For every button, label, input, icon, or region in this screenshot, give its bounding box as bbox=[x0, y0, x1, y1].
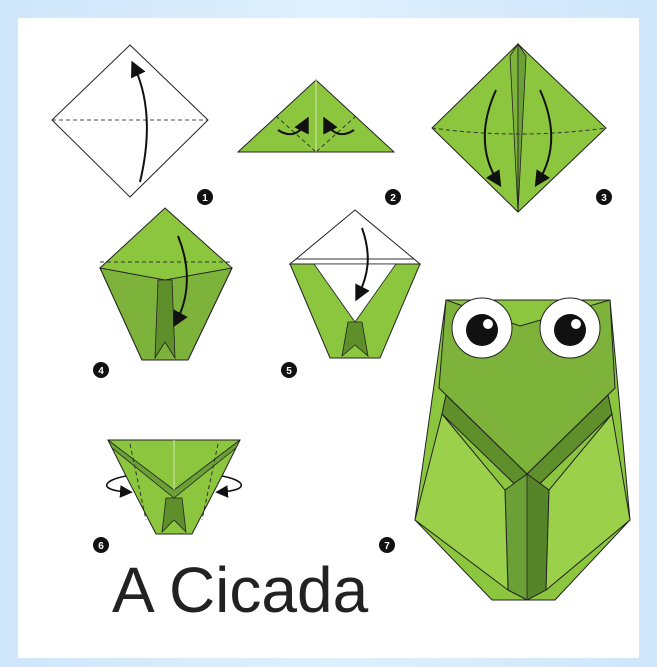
diagram-title: A Cicada bbox=[112, 558, 368, 622]
step-4 bbox=[100, 208, 232, 360]
step-1-number: 1 bbox=[202, 193, 208, 204]
step-5 bbox=[290, 210, 420, 358]
step-6 bbox=[107, 440, 242, 534]
step-7-cicada bbox=[415, 298, 630, 600]
step-5-number: 5 bbox=[286, 366, 292, 377]
step-3 bbox=[432, 44, 606, 212]
step-7-number: 7 bbox=[384, 541, 390, 552]
step-6-number: 6 bbox=[98, 541, 104, 552]
step-4-number: 4 bbox=[98, 366, 104, 377]
step-2 bbox=[238, 80, 394, 152]
step-1 bbox=[52, 45, 208, 197]
step-2-number: 2 bbox=[390, 193, 396, 204]
step-3-number: 3 bbox=[601, 193, 607, 204]
